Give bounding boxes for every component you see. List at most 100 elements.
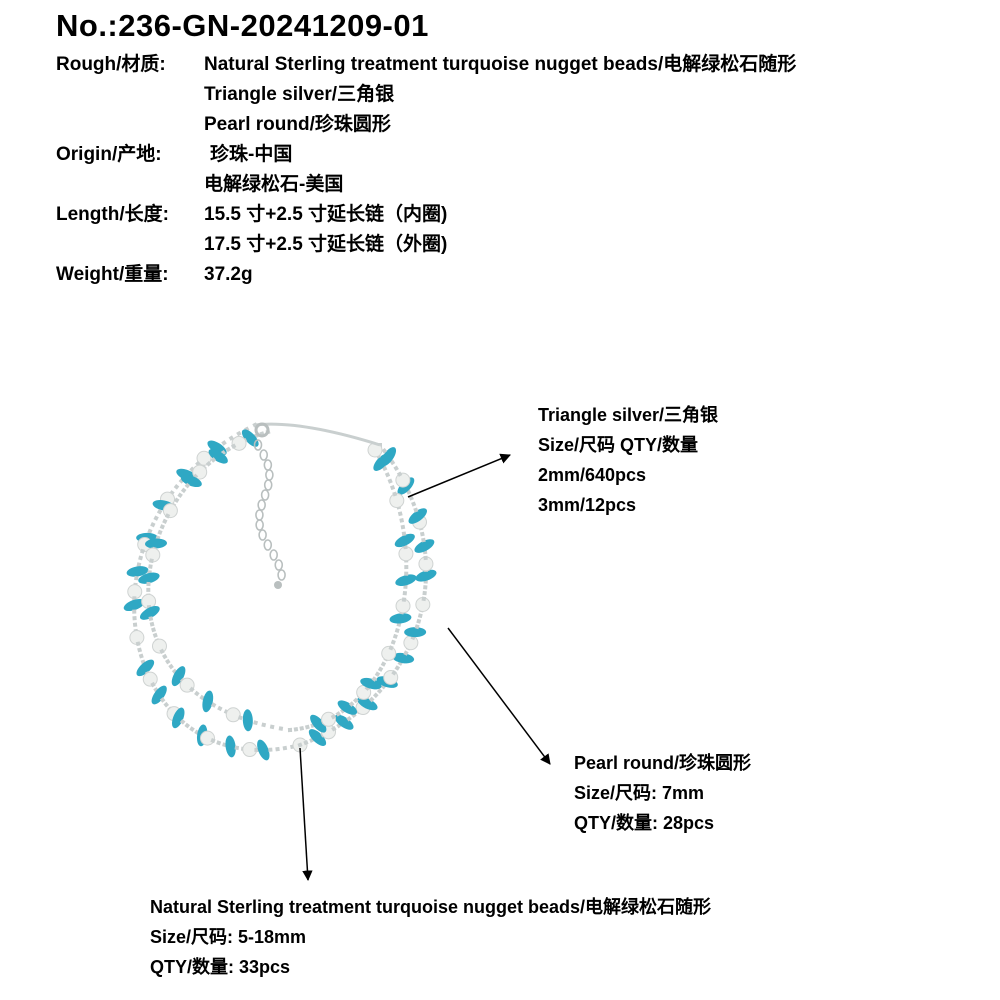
- silver-bead: [419, 531, 425, 537]
- turquoise-bead: [139, 605, 160, 620]
- silver-bead: [269, 724, 275, 730]
- silver-bead: [282, 745, 288, 751]
- turquoise-bead: [145, 538, 167, 549]
- silver-bead: [330, 714, 337, 720]
- turquoise-bead: [415, 569, 437, 582]
- turquoise-bead: [408, 508, 427, 524]
- silver-bead: [268, 747, 273, 752]
- silver-bead: [189, 726, 195, 732]
- silver-bead: [163, 701, 170, 708]
- length-value-1: 15.5 寸+2.5 寸延长链（内圈): [204, 204, 448, 225]
- silver-bead: [413, 507, 419, 513]
- silver-bead: [132, 616, 137, 621]
- silver-bead: [152, 632, 158, 638]
- turquoise-bead: [180, 474, 202, 488]
- silver-bead: [368, 696, 375, 703]
- turquoise-bead: [225, 735, 236, 758]
- turquoise-bead: [334, 714, 354, 730]
- silver-bead: [157, 529, 163, 535]
- silver-bead: [401, 597, 407, 602]
- silver-bead: [132, 622, 138, 627]
- callout-silver-size-3mm: 3mm/12pcs: [538, 495, 637, 515]
- silver-bead: [399, 518, 405, 523]
- origin-label: Origin/产地:: [56, 144, 162, 165]
- rough-label: Rough/材质:: [56, 54, 166, 75]
- silver-bead: [150, 522, 156, 528]
- silver-bead: [421, 596, 427, 602]
- turquoise-bead: [172, 707, 185, 729]
- chain-link: [258, 529, 267, 541]
- silver-bead: [132, 609, 137, 614]
- clasp-ring: [254, 422, 270, 438]
- silver-bead: [403, 650, 409, 656]
- silver-bead: [392, 633, 398, 639]
- silver-bead: [135, 641, 141, 647]
- callout-silver-header: Size/尺码 QTY/数量: [538, 435, 699, 455]
- silver-bead: [153, 515, 159, 521]
- callout-silver-size-2mm: 2mm/640pcs: [538, 465, 647, 485]
- silver-bead: [189, 686, 195, 693]
- silver-bead: [225, 446, 232, 453]
- turquoise-bead: [242, 709, 253, 732]
- pearl-bead: [151, 638, 167, 654]
- silver-bead: [177, 492, 183, 499]
- length-label: Length/长度:: [56, 204, 169, 225]
- silver-bead: [147, 528, 153, 534]
- silver-bead: [254, 747, 259, 752]
- silver-bead: [392, 491, 398, 497]
- origin-value-1: 珍珠-中国: [210, 144, 293, 165]
- silver-bead: [150, 681, 156, 688]
- silver-bead: [381, 447, 388, 454]
- silver-bead: [397, 511, 403, 517]
- silver-bead: [194, 690, 200, 697]
- pearl-bead: [389, 493, 405, 509]
- silver-bead: [394, 628, 400, 633]
- silver-bead: [393, 465, 399, 472]
- turquoise-bead: [404, 627, 427, 638]
- turquoise-bead: [126, 566, 149, 577]
- chain-link: [269, 549, 278, 561]
- turquoise-bead: [389, 613, 412, 624]
- chain-link: [263, 479, 273, 491]
- callout-pearl-title: Pearl round/珍珠圆形: [574, 753, 752, 773]
- turquoise-bead: [392, 652, 415, 664]
- silver-bead: [173, 484, 180, 490]
- silver-bead: [303, 740, 309, 746]
- callout-pearl-size: Size/尺码: 7mm: [574, 783, 705, 803]
- silver-bead: [404, 565, 409, 570]
- arrow-silver: [407, 453, 511, 498]
- silver-bead: [299, 725, 305, 731]
- silver-bead: [217, 705, 223, 712]
- silver-bead: [287, 727, 293, 733]
- silver-bead: [402, 591, 408, 596]
- silver-bead: [210, 702, 217, 708]
- silver-bead: [422, 590, 427, 596]
- silver-bead: [168, 663, 174, 670]
- turquoise-bead: [123, 598, 145, 612]
- turquoise-bead: [308, 729, 327, 746]
- turquoise-bead: [357, 696, 378, 711]
- silver-bead: [159, 524, 165, 530]
- silver-bead: [137, 647, 143, 653]
- silver-bead: [261, 722, 267, 728]
- silver-bead: [134, 575, 139, 581]
- callout-turquoise-nugget: Natural Sterling treatment turquoise nug…: [150, 892, 711, 982]
- chain-link: [257, 499, 266, 511]
- chain-link: [265, 469, 274, 481]
- callout-pearl-qty: QTY/数量: 28pcs: [574, 813, 715, 833]
- silver-bead: [237, 715, 243, 721]
- callout-turquoise-qty: QTY/数量: 33pcs: [150, 957, 291, 977]
- chain-link: [277, 569, 286, 581]
- turquoise-bead: [151, 685, 167, 705]
- silver-bead: [138, 653, 144, 659]
- callout-pearl-round: Pearl round/珍珠圆形 Size/尺码: 7mm QTY/数量: 28…: [574, 748, 751, 838]
- callout-silver-title: Triangle silver/三角银: [538, 405, 719, 425]
- silver-bead: [374, 671, 381, 677]
- silver-bead: [205, 461, 212, 467]
- turquoise-bead: [395, 574, 417, 586]
- silver-bead: [151, 627, 157, 633]
- silver-bead: [275, 746, 280, 752]
- silver-bead: [184, 722, 191, 729]
- turquoise-bead: [337, 700, 358, 715]
- arrow-pearl: [447, 627, 551, 765]
